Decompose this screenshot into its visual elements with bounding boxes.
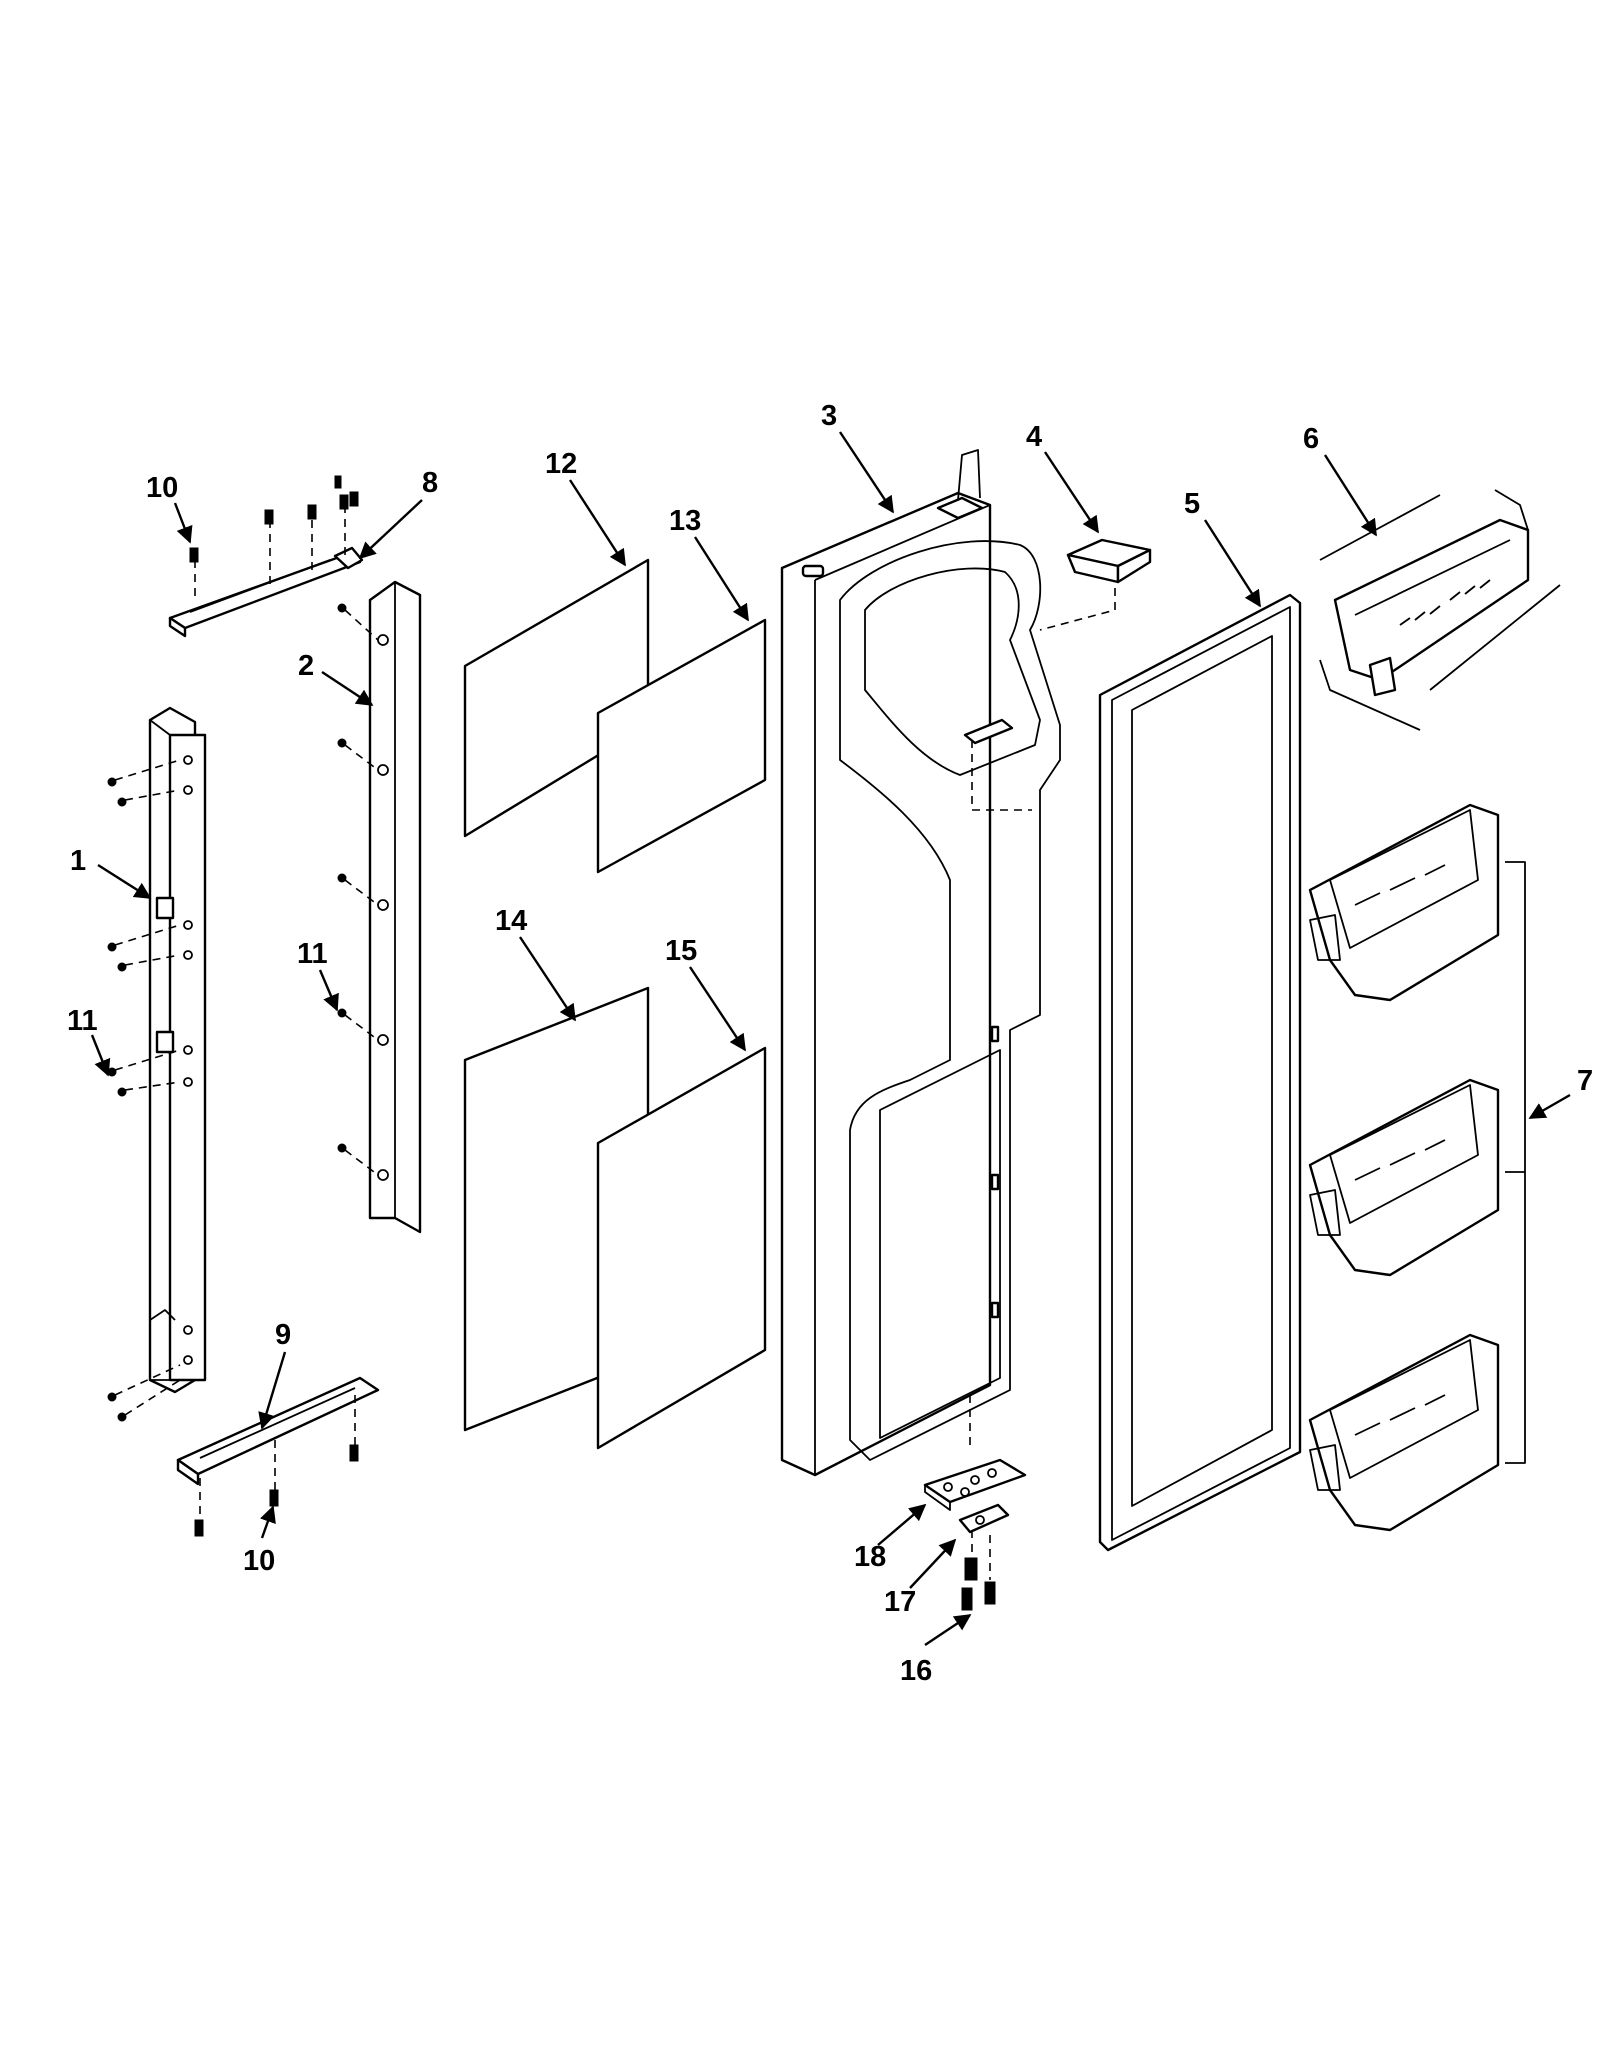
- callout-15: 15: [665, 935, 697, 967]
- leader-11-left: [90, 1034, 111, 1077]
- callout-8: 8: [422, 467, 438, 499]
- part-4-dispenser-part: [1066, 538, 1152, 584]
- door-bin-lower: [1308, 1333, 1500, 1532]
- callout-3: 3: [821, 400, 837, 432]
- callout-4: 4: [1026, 421, 1042, 453]
- leader-arrows: [90, 431, 1571, 1646]
- leader-3: [838, 431, 895, 514]
- callout-2: 2: [298, 650, 314, 682]
- callout-10-bottom: 10: [243, 1545, 275, 1577]
- leader-16: [924, 1614, 972, 1646]
- leader-10-top: [173, 502, 193, 544]
- part-8-top-bracket: [168, 475, 364, 638]
- callout-12: 12: [545, 448, 577, 480]
- leader-12: [568, 479, 627, 567]
- part-7-bracket: [1505, 861, 1526, 1464]
- callout-16: 16: [900, 1655, 932, 1687]
- callout-11-mid: 11: [297, 938, 328, 970]
- leader-11-mid: [318, 969, 339, 1012]
- callout-13: 13: [669, 505, 701, 537]
- door-bin-upper: [1308, 803, 1500, 1002]
- part-3-door-liner: [780, 449, 1116, 1477]
- leader-9: [258, 1351, 287, 1430]
- part-5-door-gasket: [1098, 593, 1302, 1552]
- leader-8: [358, 499, 423, 560]
- door-bin-middle: [1308, 1078, 1500, 1277]
- leader-1: [97, 863, 152, 900]
- callout-18: 18: [854, 1541, 886, 1573]
- part-2-trim-strip: [337, 580, 422, 1234]
- part-1-handle-trim: [148, 706, 207, 1394]
- leader-18: [877, 1503, 927, 1546]
- callout-labels: 1 2 3 4 5 6 7 8 9 10 10 11 11 12 13 14 1…: [67, 400, 1593, 1687]
- part-7-door-bins: [1308, 803, 1526, 1532]
- callout-1: 1: [70, 845, 86, 877]
- callout-5: 5: [1184, 488, 1200, 520]
- callout-14: 14: [495, 905, 527, 937]
- leader-17: [909, 1538, 957, 1589]
- callout-9: 9: [275, 1319, 291, 1351]
- part-17-hinge-pin: [958, 1503, 1010, 1558]
- part-1-screws: [107, 759, 181, 1422]
- part-18-hinge-plate: [923, 1458, 1027, 1511]
- part-6-dairy-bin: [1319, 489, 1561, 731]
- callout-17: 17: [884, 1586, 916, 1618]
- callout-7: 7: [1577, 1065, 1593, 1097]
- part-13-panel: [596, 618, 767, 874]
- leader-7: [1528, 1093, 1571, 1120]
- part-9-bottom-bracket: [176, 1376, 380, 1537]
- leader-2: [321, 670, 374, 707]
- leader-6: [1323, 454, 1378, 537]
- callout-10-top: 10: [146, 472, 178, 504]
- leader-15: [688, 966, 747, 1052]
- leader-10-bottom: [260, 1505, 276, 1539]
- leader-5: [1203, 519, 1262, 608]
- callout-6: 6: [1303, 423, 1319, 455]
- leader-14: [518, 936, 577, 1022]
- leader-4: [1043, 451, 1100, 534]
- part-15-panel: [596, 1046, 767, 1450]
- callout-11-left: 11: [67, 1005, 98, 1037]
- leader-13: [693, 536, 750, 622]
- part-16-screws: [961, 1535, 996, 1611]
